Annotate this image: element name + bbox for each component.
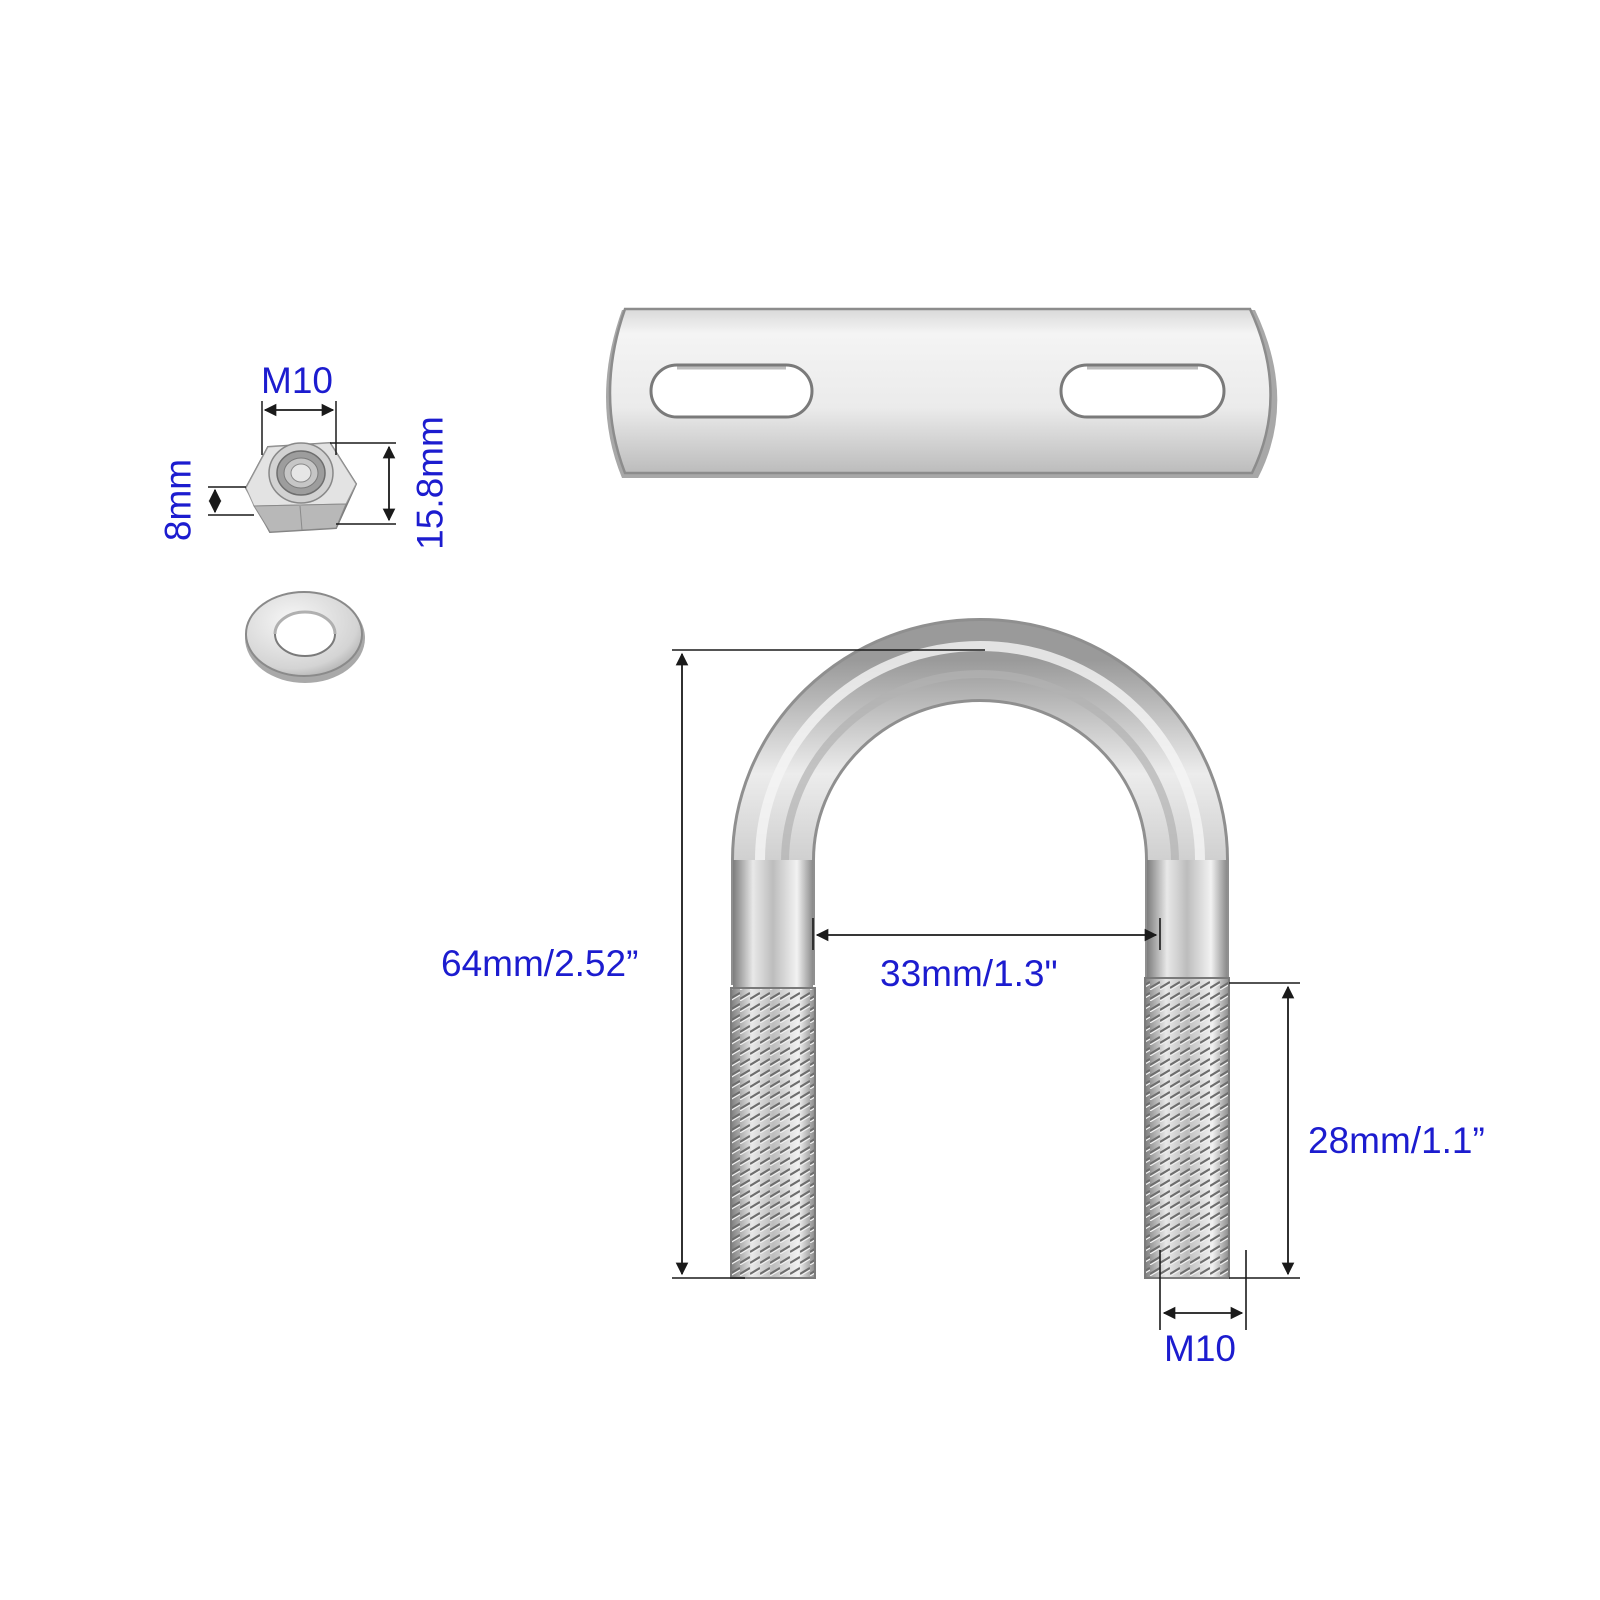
u-bolt-left-thread	[730, 987, 816, 1279]
u-bolt-inner-width-dimension	[812, 918, 1161, 950]
u-bolt-inner-width-label: 33mm/1.3"	[880, 953, 1058, 994]
backing-plate	[606, 307, 1278, 478]
u-bolt-thread-diameter-dimension	[1159, 1250, 1247, 1330]
u-bolt-height-label: 64mm/2.52”	[441, 943, 639, 984]
u-bolt-thread-length-label: 28mm/1.1”	[1308, 1120, 1485, 1161]
plate-slot-left	[649, 363, 814, 419]
nut-thread-dimension	[261, 401, 337, 455]
nut-thickness-label: 8mm	[157, 458, 199, 542]
hex-nut	[244, 441, 358, 534]
u-bolt-thread-label: M10	[1164, 1328, 1236, 1369]
u-bolt-thread-length-dimension	[1229, 982, 1300, 1279]
u-bolt-right-thread	[1144, 977, 1230, 1279]
nut-thread-label: M10	[261, 360, 333, 401]
nut-width-label: 15.8mm	[409, 416, 451, 550]
u-bolt-height-dimension	[672, 649, 985, 1279]
flat-washer	[245, 591, 365, 683]
plate-slot-right	[1059, 363, 1226, 419]
nut-thickness-dimension	[208, 486, 254, 516]
u-bolt	[730, 618, 1230, 1279]
nut-width-dimension	[330, 442, 396, 525]
